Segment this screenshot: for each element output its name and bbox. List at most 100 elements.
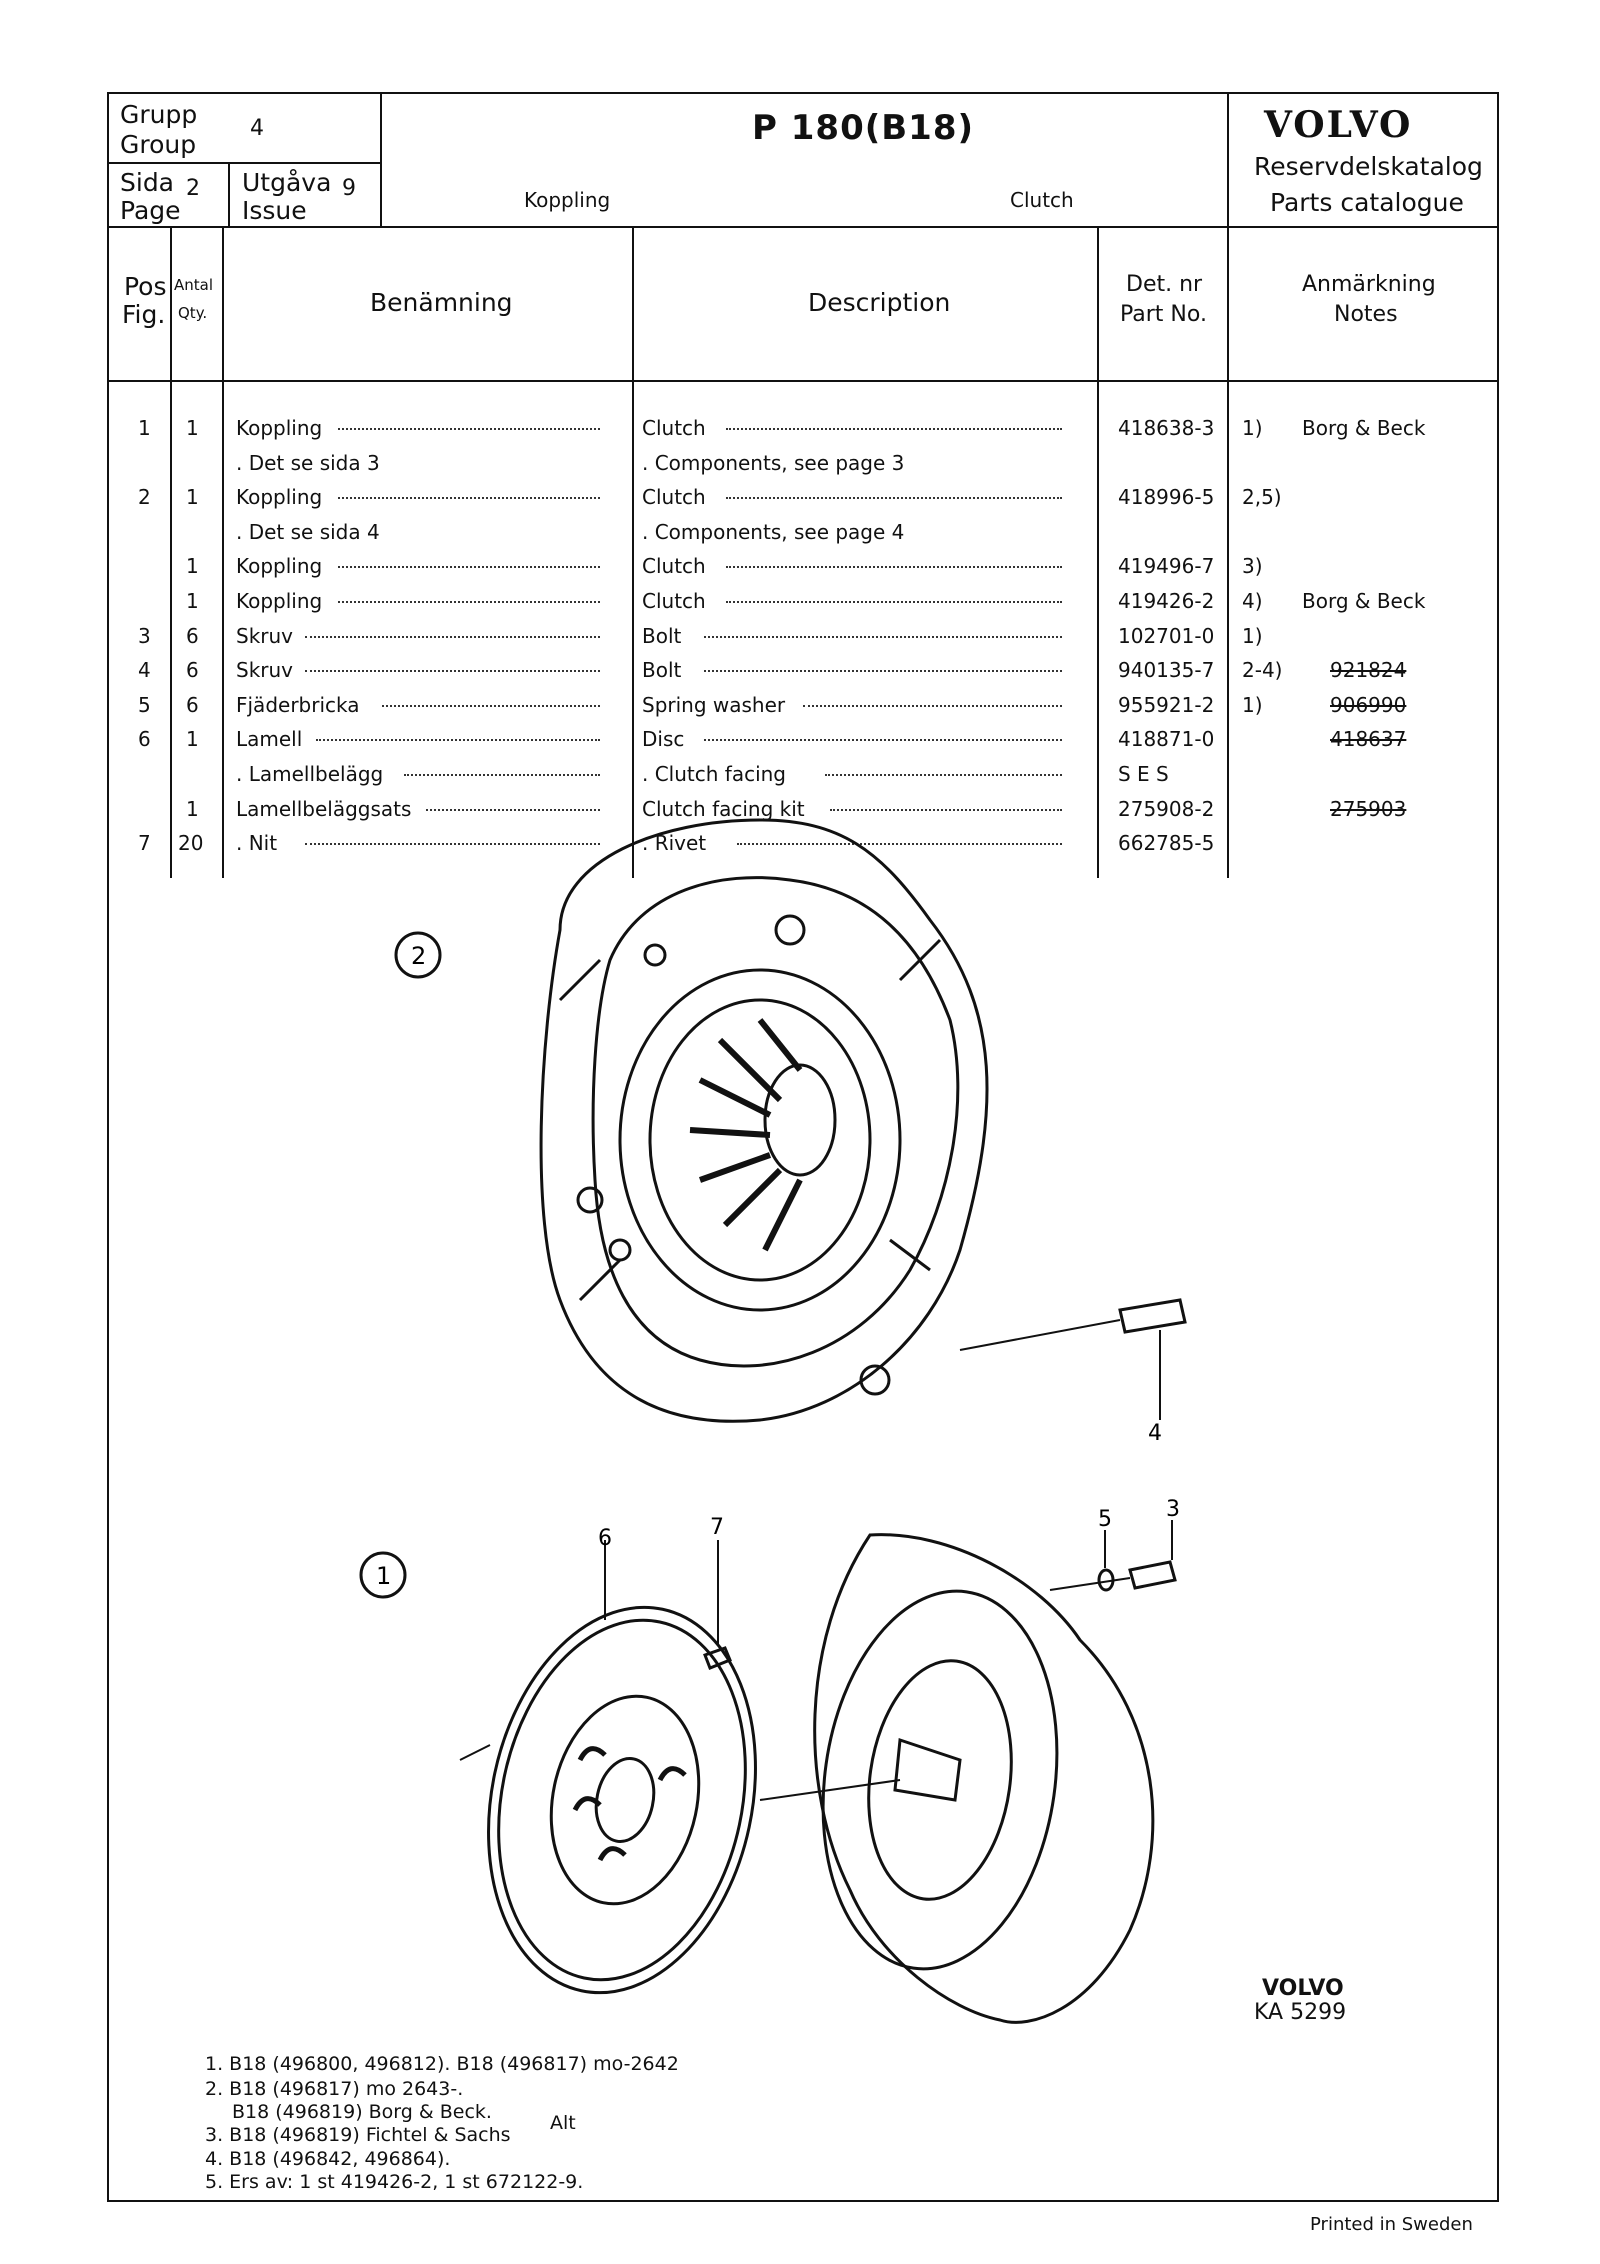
row-pos: 5 (138, 692, 151, 717)
page-title: P 180(B18) (752, 108, 975, 148)
row-name: Koppling (236, 485, 323, 510)
row-note: 1) (1242, 692, 1263, 717)
column-header-notes: Anmärkning (1302, 272, 1436, 297)
callout-2-circle (394, 931, 442, 979)
row-pos: 3 (138, 623, 151, 648)
row-description: Clutch (642, 485, 706, 510)
row-superseded-number: 906990 (1330, 692, 1407, 717)
row-qty: 1 (186, 485, 199, 510)
row-description: Spring washer (642, 692, 786, 717)
row-qty: 6 (186, 692, 199, 717)
row-description: Clutch facing kit (642, 796, 805, 821)
alt-note: Alt (550, 2112, 576, 2134)
row-description: Clutch (642, 416, 706, 440)
dot-leader (338, 601, 600, 603)
part-label-5: 5 (1098, 1507, 1112, 1532)
row-note-detail: Borg & Beck (1302, 416, 1426, 440)
footnote-3: 3. B18 (496819) Fichtel & Sachs (205, 2124, 511, 2146)
pressure-plate-cover (539, 818, 989, 1423)
row-qty: 20 (178, 831, 204, 856)
row-part-number: 419496-7 (1118, 554, 1215, 579)
row-qty: 1 (186, 796, 199, 821)
pressure-plate-face (618, 968, 902, 1312)
row-name: . Det se sida 3 (236, 450, 380, 475)
column-header-pos: Pos (124, 272, 167, 301)
subtitle-en: Clutch (1010, 188, 1074, 212)
row-description: Bolt (642, 623, 682, 648)
row-name: Skruv (236, 623, 294, 648)
dot-leader (704, 670, 1062, 673)
row-superseded-number: 275903 (1330, 796, 1407, 821)
dot-leader (737, 843, 1062, 846)
column-header-qty: Antal (174, 276, 214, 294)
row-part-number: 419426-2 (1118, 589, 1215, 613)
bolt-4 (1118, 1298, 1187, 1334)
row-note: 1) (1242, 416, 1263, 440)
row-name: . Det se sida 4 (236, 519, 380, 544)
part-label-6: 6 (598, 1526, 612, 1551)
row-note-detail: Borg & Beck (1302, 589, 1426, 613)
bolt-3 (1128, 1560, 1177, 1590)
volvo-logo: VOLVO (1264, 104, 1413, 146)
stamp-ref: KA 5299 (1254, 2000, 1347, 2025)
footnote-2: 2. B18 (496817) mo 2643-. (205, 2078, 464, 2100)
dot-leader (426, 808, 600, 811)
row-part-number: S E S (1118, 762, 1169, 786)
column-divider (170, 226, 172, 878)
dot-leader (382, 704, 600, 707)
row-pos: 1 (138, 416, 151, 440)
column-header-name: Benämning (370, 288, 513, 317)
row-name: Koppling (236, 416, 323, 440)
column-divider (1227, 226, 1229, 878)
group-value: 4 (250, 116, 264, 141)
table-row: 5 6 Fjäderbricka Spring washer 955921-2 1) 906… (0, 693, 1600, 727)
diaphragm-hub (763, 1063, 837, 1177)
row-part-number: 275908-2 (1118, 796, 1215, 821)
row-pos: 7 (138, 831, 151, 856)
row-description: Disc (642, 727, 685, 752)
column-header-divider (107, 380, 1499, 382)
row-note: 2,5) (1242, 485, 1282, 510)
dot-leader (316, 739, 600, 742)
row-qty: 1 (186, 416, 199, 440)
clutch-cover (813, 1533, 1155, 2024)
row-superseded-number: 921824 (1330, 658, 1407, 683)
issue-label: Utgåva (242, 168, 332, 197)
dot-leader (338, 428, 600, 430)
row-part-number: 662785-5 (1118, 831, 1215, 856)
row-name: . Nit (236, 831, 278, 856)
part-label-7: 7 (710, 1515, 724, 1540)
header-divider (107, 162, 382, 164)
table-row: 1 Lamellbeläggsats Clutch facing kit 275908… (0, 797, 1600, 831)
column-header-qty-en: Qty. (178, 304, 208, 322)
footnote-2b: B18 (496819) Borg & Beck. (232, 2101, 492, 2123)
column-divider (222, 226, 224, 878)
header-divider (380, 92, 382, 226)
dot-leader (825, 774, 1062, 776)
row-note: 4) (1242, 589, 1263, 613)
row-name: Fjäderbricka (236, 692, 360, 717)
row-part-number: 955921-2 (1118, 692, 1215, 717)
subtitle-sv: Koppling (524, 188, 611, 212)
row-part-number: 102701-0 (1118, 623, 1215, 648)
row-name: Lamellbeläggsats (236, 796, 412, 821)
column-header-notes-en: Notes (1334, 302, 1398, 327)
row-part-number: 940135-7 (1118, 658, 1215, 683)
stamp-brand: VOLVO (1262, 1976, 1344, 2001)
row-qty: 1 (186, 727, 199, 752)
row-pos: 2 (138, 485, 151, 510)
row-qty: 1 (186, 554, 199, 579)
dot-leader (704, 739, 1062, 742)
clutch-cover-face (821, 1589, 1059, 1971)
dot-leader (803, 704, 1062, 707)
dot-leader (726, 566, 1062, 569)
dot-leader (338, 566, 600, 569)
disc-hub (549, 1694, 701, 1906)
rivet-7 (703, 1646, 732, 1670)
